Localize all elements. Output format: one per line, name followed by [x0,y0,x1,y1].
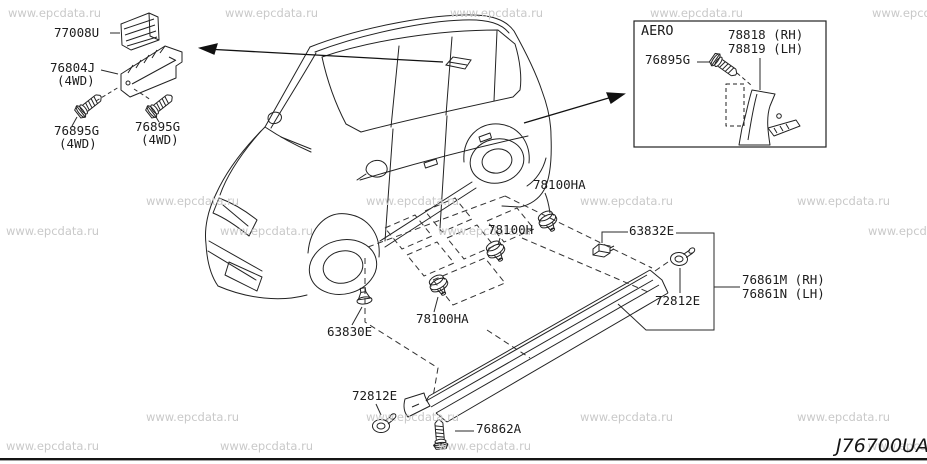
watermark: www.epcdata.ru [6,439,100,453]
part-label-78100ha-bottom: 78100HA [416,311,469,326]
watermark: www.epcdata.ru [438,439,532,453]
diagram-code: J76700UA [836,435,927,457]
sill-molding [425,269,669,423]
aero-box [633,20,827,148]
part-label-76895g-left-4wd: (4WD) [59,136,97,151]
part-label-76861n-lh: 76861N (LH) [742,286,825,301]
watermark: www.epcdata.ru [580,410,674,424]
part-label-72812e-top: 72812E [655,293,701,308]
part-label-72812e-bottom: 72812E [352,388,398,403]
part-label-76804j-4wd: (4WD) [57,73,95,88]
clip-icon-78100ha-bottom [425,271,453,300]
part-label-77008u: 77008U [54,25,100,40]
left-arrow [197,43,444,63]
box-clip-icon-63832e [592,243,615,258]
right-arrow [523,92,626,124]
watermark: www.epcdata.ru [580,194,674,208]
part-label-76861m-rh: 76861M (RH) [742,272,825,287]
dashed-lattice [95,86,669,398]
watermark: www.epcdata.ru [872,6,927,20]
roof-vent [445,56,472,70]
watermark: www.epcdata.ru [366,410,460,424]
grille-part-77008u [120,12,160,51]
clip-icon-78100ha-top [534,207,562,236]
watermark: www.epcdata.ru [650,6,744,20]
part-label-78819-lh: 78819 (LH) [728,41,804,56]
watermark: www.epcdata.ru [146,194,240,208]
watermark: www.epcdata.ru [220,224,314,238]
part-label-76895g-aero: 76895G [645,52,691,67]
watermark: www.epcdata.ru [146,410,240,424]
watermark: www.epcdata.ru [868,224,927,238]
part-label-78100h: 78100H [488,222,534,237]
watermark: www.epcdata.ru [225,6,319,20]
mud-flap [725,83,801,146]
watermark: www.epcdata.ru [6,224,100,238]
watermark: www.epcdata.ru [438,224,532,238]
bottom-border [0,458,927,461]
watermark: www.epcdata.ru [450,6,544,20]
watermark: www.epcdata.ru [797,410,891,424]
car-outline [205,14,552,300]
part-label-78100ha-top: 78100HA [533,177,586,192]
part-label-63832e: 63832E [629,223,675,238]
part-label-63830e: 63830E [327,324,373,339]
watermark: www.epcdata.ru [366,194,460,208]
aero-box-title: AERO [641,23,674,39]
watermark: www.epcdata.ru [8,6,102,20]
bracket-part-76804j [120,45,183,98]
screw-icon-76895g-right [143,90,177,121]
watermark: www.epcdata.ru [220,439,314,453]
watermark: www.epcdata.ru [868,439,927,453]
part-label-76895g-right-4wd: (4WD) [141,132,179,147]
part-label-76895g-right: 76895G [135,119,181,134]
molding-end-cap [403,392,431,418]
screw-icon-76895g-left [72,90,106,121]
part-label-76895g-left: 76895G [54,123,100,138]
watermark: www.epcdata.ru [797,194,891,208]
screw-icon-76895g-aero [707,51,741,81]
leader-lines [71,32,761,432]
part-label-76862a: 76862A [476,421,522,436]
grommet-icon-72812e-top [669,244,697,268]
part-label-76804j: 76804J [50,60,96,75]
part-label-78818-rh: 78818 (RH) [728,27,804,42]
